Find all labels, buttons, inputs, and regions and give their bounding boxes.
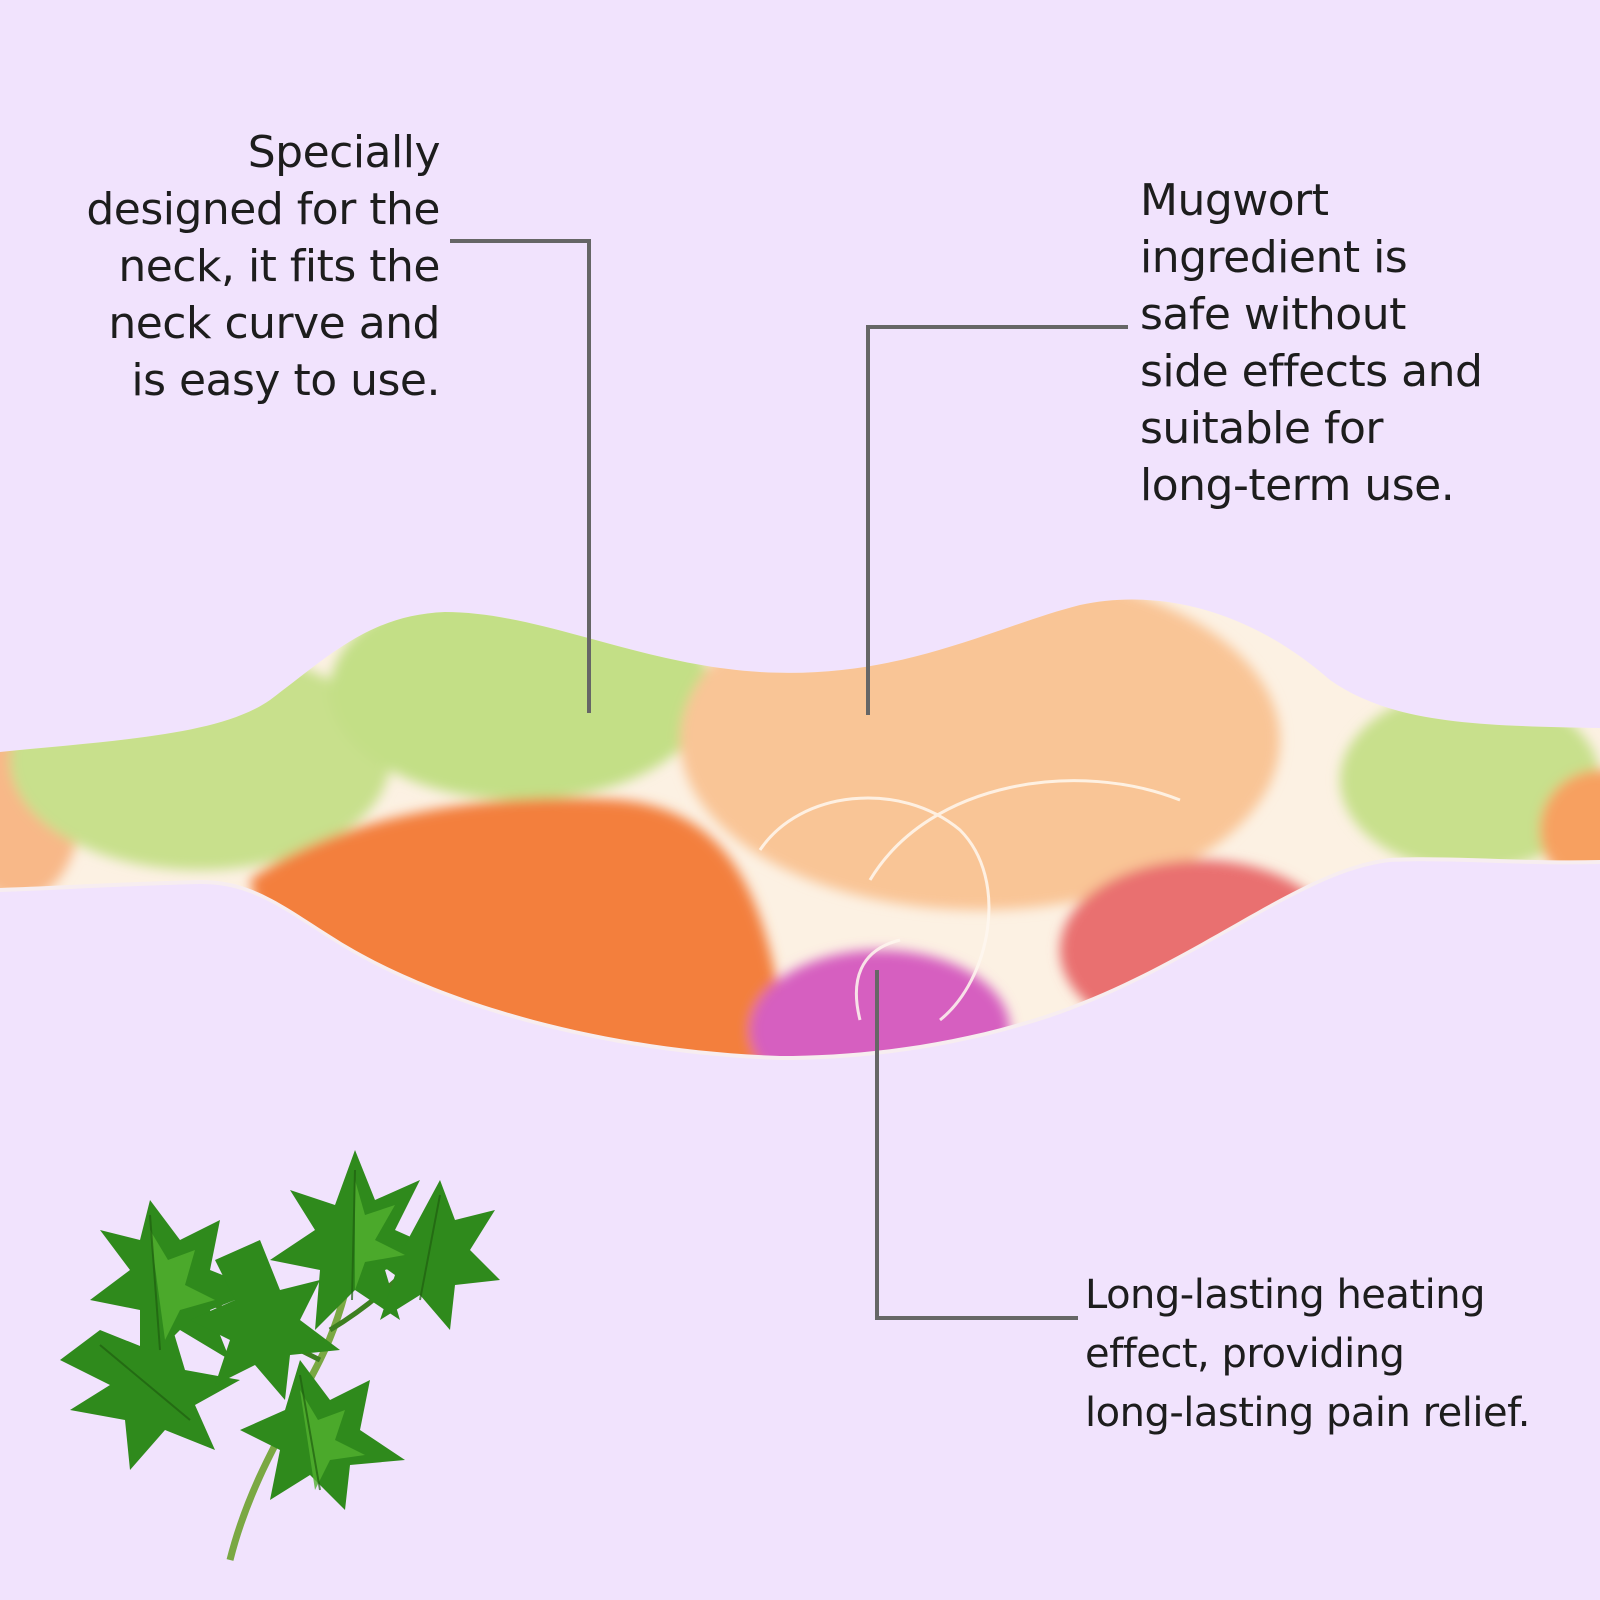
leader-line-neck xyxy=(450,239,591,713)
mugwort-leaf-image xyxy=(60,1150,500,1561)
callout-neck-fit: Specially designed for the neck, it fits… xyxy=(86,127,440,406)
leader-line-heat xyxy=(875,970,1078,1320)
callout-mugwort-safe: Mugwort ingredient is safe without side … xyxy=(1140,175,1483,511)
neck-patch-image xyxy=(0,599,1600,1060)
leader-line-mugwort xyxy=(866,325,1128,715)
callout-long-lasting-heat: Long-lasting heating effect, providing l… xyxy=(1085,1272,1530,1436)
